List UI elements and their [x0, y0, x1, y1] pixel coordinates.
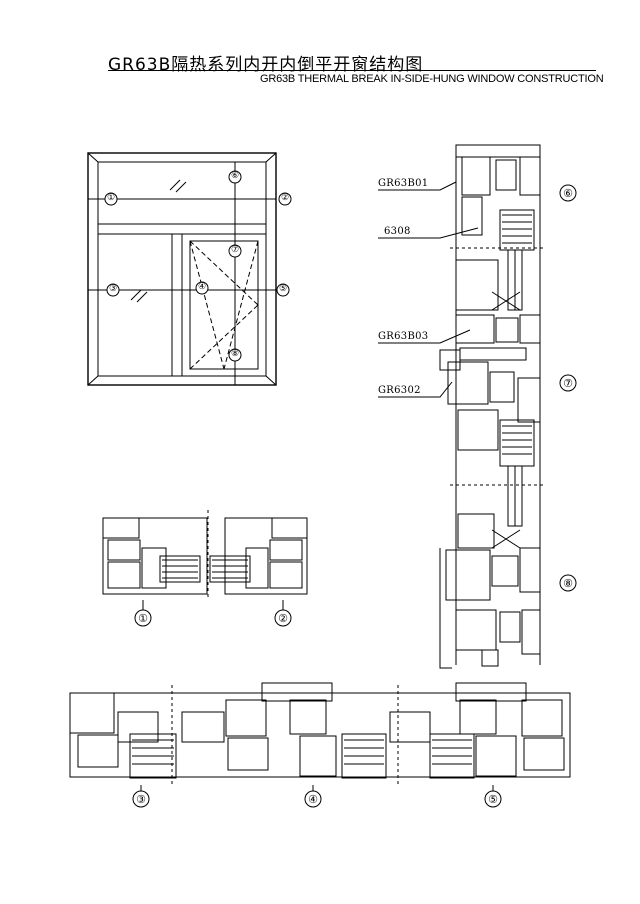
profile-label-6308: 6308	[384, 226, 411, 237]
right-callouts	[559, 184, 577, 592]
marker-5: ⑤	[278, 284, 288, 294]
callout-5: ⑤	[488, 793, 498, 806]
callout-8: ⑧	[563, 577, 573, 590]
marker-6: ⑥	[230, 171, 240, 181]
horizontal-section-1-2	[102, 510, 308, 612]
profile-label-gr63b03: GR63B03	[378, 331, 429, 342]
marker-8: ⑧	[230, 349, 240, 359]
title-rule	[108, 70, 596, 71]
marker-4: ④	[197, 282, 207, 292]
callout-2: ②	[278, 612, 288, 625]
profile-label-gr63b01: GR63B01	[378, 178, 429, 189]
callout-3: ③	[136, 793, 146, 806]
marker-1: ①	[106, 193, 116, 203]
marker-7: ⑦	[230, 245, 240, 255]
marker-2: ②	[280, 193, 290, 203]
elevation-markers	[104, 170, 292, 362]
bottom-callouts-1-2	[134, 609, 292, 627]
page-subtitle: GR63B THERMAL BREAK IN-SIDE-HUNG WINDOW …	[260, 73, 604, 85]
callout-1: ①	[138, 612, 148, 625]
callout-7: ⑦	[563, 377, 573, 390]
marker-3: ③	[108, 284, 118, 294]
window-elevation	[87, 152, 277, 386]
vertical-section	[378, 144, 546, 669]
callout-4: ④	[308, 793, 318, 806]
bottom-callouts-3-4-5	[132, 790, 502, 808]
horizontal-section-3-4-5	[69, 682, 571, 792]
profile-label-gr6302: GR6302	[378, 385, 421, 396]
callout-6: ⑥	[563, 187, 573, 200]
